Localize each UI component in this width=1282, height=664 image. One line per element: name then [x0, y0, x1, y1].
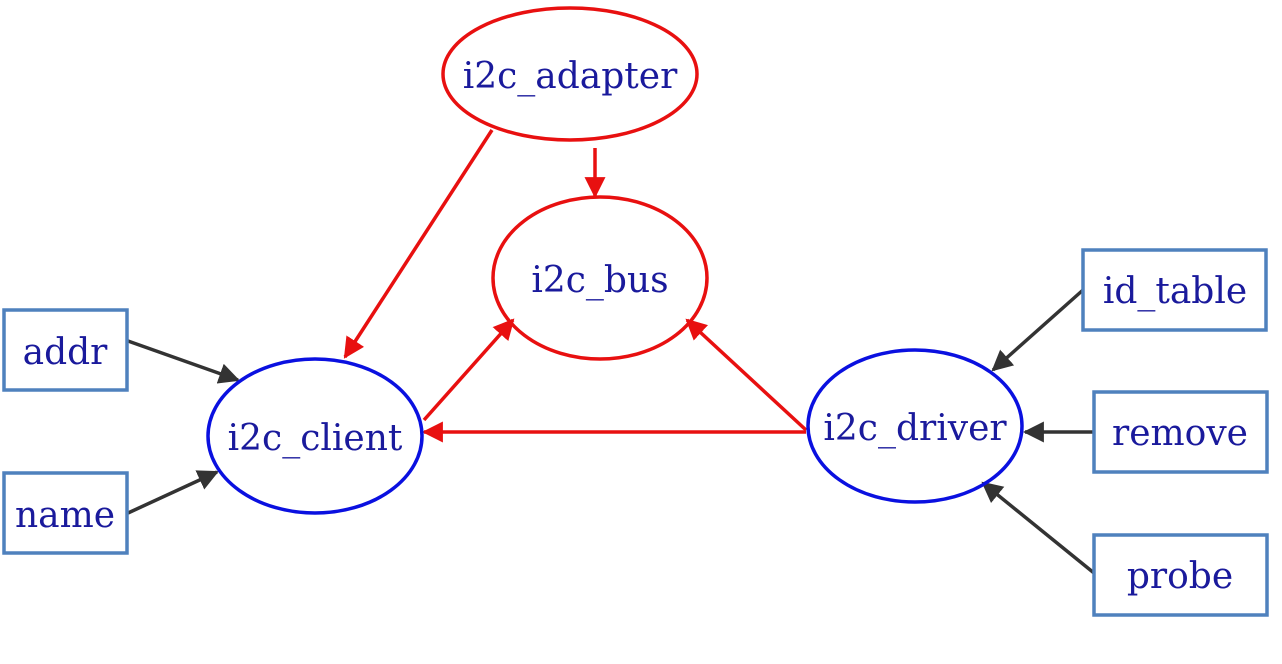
node-ellipse [206, 357, 424, 515]
node-label: i2c_driver [823, 408, 1007, 449]
node-i2c-adapter: i2c_adapter [441, 6, 699, 142]
box-name: name [2, 471, 129, 555]
node-i2c-bus: i2c_bus [491, 195, 709, 361]
arrow-driver-to-bus [685, 318, 808, 432]
box-addr: addr [2, 308, 129, 392]
box-label: remove [1112, 413, 1248, 454]
arrow-probe-to-driver [981, 481, 1096, 575]
node-label: i2c_client [228, 418, 403, 459]
box-remove: remove [1092, 390, 1269, 474]
arrow-adapter-to-client [343, 129, 494, 359]
box-id-table: id_table [1081, 248, 1268, 332]
node-ellipse [491, 195, 709, 361]
box-rect [2, 308, 129, 392]
box-rect [1081, 248, 1268, 332]
arrow-name-to-client [127, 470, 219, 515]
box-label: addr [23, 332, 109, 373]
box-label: probe [1127, 556, 1233, 597]
box-rect [1092, 390, 1269, 474]
node-ellipse [806, 348, 1024, 504]
box-probe: probe [1092, 533, 1269, 617]
arrow-addr-to-client [127, 339, 240, 384]
box-label: name [15, 495, 115, 536]
box-rect [1092, 533, 1269, 617]
node-ellipse [441, 6, 699, 142]
box-rect [2, 471, 129, 555]
node-label: i2c_bus [531, 260, 668, 301]
node-label: i2c_adapter [463, 56, 678, 97]
arrow-idtable-to-driver [991, 288, 1085, 372]
node-i2c-client: i2c_client [206, 357, 424, 515]
arrow-client-to-bus [422, 318, 515, 422]
node-i2c-driver: i2c_driver [806, 348, 1024, 504]
box-label: id_table [1103, 271, 1247, 312]
